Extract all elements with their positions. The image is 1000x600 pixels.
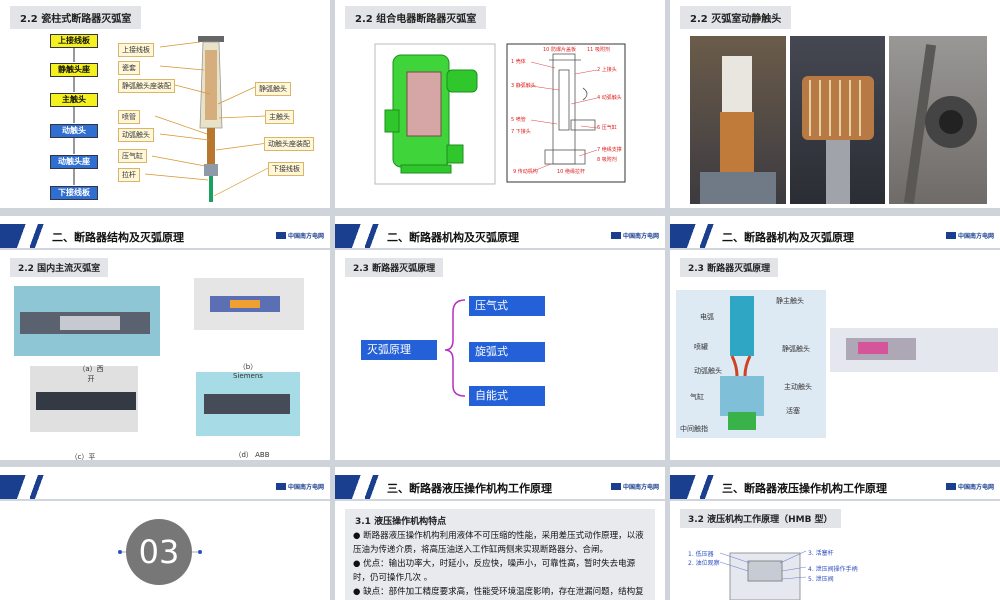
- bullet-item: ● 优点：输出功率大，时延小，反应快，噪声小，可靠性高，暂时失去电源时，仍可操作…: [353, 559, 636, 583]
- csg-logo: 中国南方电网: [946, 231, 994, 240]
- arc-principle-root: 灭弧原理: [361, 340, 437, 360]
- part-label: 静弧触头: [255, 82, 291, 96]
- slide-domestic-interrupters[interactable]: 二、断路器结构及灭弧原理 中国南方电网 2.2 国内主流灭弧室 （a）西开 （b…: [0, 216, 330, 460]
- section-title: 3.1 液压操作机构特点: [355, 517, 447, 527]
- header-title: 二、断路器机构及灭弧原理: [722, 231, 854, 244]
- section-title: 2.3 断路器灭弧原理: [345, 258, 444, 277]
- section-title: 3.2 液压机构工作原理（HMB 型）: [680, 509, 841, 528]
- diagram-label: 静弧触头: [782, 345, 810, 353]
- drawing-label: 1 壳体: [511, 59, 526, 65]
- slide-header: 二、断路器结构及灭弧原理 中国南方电网: [0, 224, 330, 250]
- branch-self-blast: 自能式: [469, 386, 545, 406]
- csg-logo: 中国南方电网: [611, 231, 659, 240]
- slide-contacts-photos[interactable]: 2.2 灭弧室动静触头: [670, 0, 1000, 208]
- part-label: 喷管: [118, 110, 140, 124]
- drawing-label: 3. 活塞杆: [808, 550, 834, 557]
- interrupter-drawings: [14, 278, 304, 436]
- branch-air-blast: 压气式: [469, 296, 545, 316]
- part-label: 静弧触头座装配: [118, 79, 175, 93]
- diagram-label: 静主触头: [776, 297, 804, 305]
- slide-header: 二、断路器机构及灭弧原理 中国南方电网: [335, 224, 665, 250]
- slide-gis-interrupter[interactable]: 2.2 组合电器断路器灭弧室 10 防爆片盖板 11 吸附剂 1 壳体 2 上接…: [335, 0, 665, 208]
- header-title: 二、断路器机构及灭弧原理: [387, 231, 519, 244]
- flow-arrows: [73, 36, 269, 202]
- slide-header: 中国南方电网: [0, 475, 330, 501]
- slide-hydraulic-features[interactable]: 三、断路器液压操作机构工作原理 中国南方电网 3.1 液压操作机构特点 ● 断路…: [335, 467, 665, 600]
- drawing-label: 1. 低压器: [688, 551, 714, 558]
- drawing-label: 2 上接头: [597, 67, 617, 73]
- content-panel: [345, 509, 655, 600]
- drawing-label: 6 压气缸: [597, 125, 617, 131]
- section-title: 2.2 组合电器断路器灭弧室: [345, 6, 487, 29]
- section-title: 2.2 灭弧室动静触头: [680, 6, 792, 29]
- drawing-label: 7 下接头: [511, 129, 531, 135]
- caption: （a）西开: [78, 365, 104, 383]
- drawing-label: 3 静弧触头: [511, 83, 536, 89]
- slide-chapter-divider[interactable]: 中国南方电网 03: [0, 467, 330, 600]
- caption: （c）平高: [70, 453, 96, 460]
- section-title: 2.2 国内主流灭弧室: [10, 258, 109, 277]
- diagram-label: 中间触指: [680, 425, 708, 433]
- drawing-label: 9 传动机构: [513, 169, 538, 175]
- part-label: 上接线板: [118, 43, 154, 57]
- branch-rotating-arc: 旋弧式: [469, 342, 545, 362]
- drawing-label: 5 喷管: [511, 117, 526, 123]
- interrupter-drawing: [144, 36, 269, 202]
- drawing-label: 2. 油位观察: [688, 560, 720, 567]
- caption: （d） ABB: [234, 451, 270, 459]
- brace: [444, 299, 466, 397]
- header-title: 二、断路器结构及灭弧原理: [52, 231, 184, 244]
- arc-quench-diagram: [676, 290, 998, 438]
- flow-box: 下接线板: [50, 186, 98, 200]
- part-label: 瓷套: [118, 61, 140, 75]
- diagram-label: 动弧触头: [694, 367, 722, 375]
- bullet-list: ● 断路器液压操作机构利用液体不可压缩的性能，采用差压式动作原理，以液压油为传递…: [353, 529, 649, 599]
- part-label: 动触头座装配: [264, 137, 314, 151]
- bullet-item: ● 缺点：部件加工精度要求高，性能受环境温度影响，存在泄漏问题，结构复: [353, 587, 644, 597]
- photo-contact-1: [690, 36, 786, 204]
- csg-logo: 中国南方电网: [611, 482, 659, 491]
- drawing-label: 4 动弧触头: [597, 95, 622, 101]
- drawing-label: 10 防爆片盖板: [543, 47, 576, 53]
- slide-arc-principle[interactable]: 二、断路器机构及灭弧原理 中国南方电网 2.3 断路器灭弧原理 灭弧原理 压气式…: [335, 216, 665, 460]
- diagram-label: 活塞: [786, 407, 800, 415]
- hmb-mechanism-drawing: [719, 550, 807, 600]
- drawing-label: 5. 泄压阀: [808, 576, 834, 583]
- part-label: 拉杆: [118, 168, 140, 182]
- section-title: 2.2 瓷柱式断路器灭弧室: [10, 6, 142, 29]
- chapter-number: 03: [126, 519, 192, 585]
- drawing-label: 11 吸附剂: [587, 47, 610, 53]
- photo-contact-3: [889, 36, 987, 204]
- slide-header: 三、断路器液压操作机构工作原理 中国南方电网: [335, 475, 665, 501]
- bullet-item: ● 断路器液压操作机构利用液体不可压缩的性能，采用差压式动作原理，以液压油为传递…: [353, 531, 644, 555]
- drawing-label: 8 吸附剂: [597, 157, 617, 163]
- diagram-label: 喷罐: [694, 343, 708, 351]
- caption: （b）Siemens: [233, 363, 263, 380]
- photo-contact-2: [790, 36, 885, 204]
- part-label: 压气缸: [118, 149, 147, 163]
- csg-logo: 中国南方电网: [276, 231, 324, 240]
- slide-hmb-principle[interactable]: 三、断路器液压操作机构工作原理 中国南方电网 3.2 液压机构工作原理（HMB …: [670, 467, 1000, 600]
- csg-logo: 中国南方电网: [946, 482, 994, 491]
- drawing-label: 4. 泄压阀操作手柄: [808, 566, 858, 573]
- header-title: 三、断路器液压操作机构工作原理: [387, 482, 552, 495]
- part-label: 动弧触头: [118, 128, 154, 142]
- gis-3d-drawing: [374, 43, 496, 185]
- slide-porcelain-interrupter[interactable]: 2.2 瓷柱式断路器灭弧室 上接线板 静触头座 主触头 动触头 动触头座 下接线…: [0, 0, 330, 208]
- slide-header: 三、断路器液压操作机构工作原理 中国南方电网: [670, 475, 1000, 501]
- slide-header: 二、断路器机构及灭弧原理 中国南方电网: [670, 224, 1000, 250]
- section-title: 2.3 断路器灭弧原理: [680, 258, 779, 277]
- header-title: 三、断路器液压操作机构工作原理: [722, 482, 887, 495]
- drawing-label: 7 绝缘支撑: [597, 147, 622, 153]
- csg-logo: 中国南方电网: [276, 482, 324, 491]
- diagram-label: 电弧: [700, 313, 714, 321]
- part-label: 下接线板: [268, 162, 304, 176]
- slide-arc-diagram[interactable]: 二、断路器机构及灭弧原理 中国南方电网 2.3 断路器灭弧原理 静主触头 电弧 …: [670, 216, 1000, 460]
- diagram-label: 气缸: [690, 393, 704, 401]
- diagram-label: 主动触头: [784, 383, 812, 391]
- gis-section-drawing: [506, 43, 626, 183]
- drawing-label: 10 绝缘拉杆: [557, 169, 585, 175]
- part-label: 主触头: [265, 110, 294, 124]
